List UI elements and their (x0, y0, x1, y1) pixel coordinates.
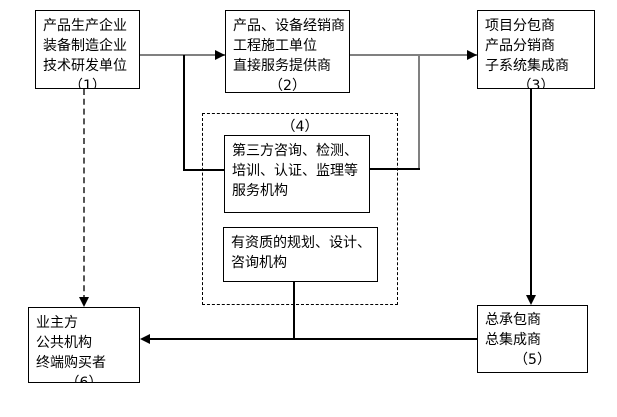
box-distributors-number: （2） (269, 78, 306, 93)
box-owners-line: 公共机构 (36, 335, 92, 351)
box-subcontractors-line: 产品分销商 (485, 38, 555, 54)
box-distributors-line: 产品、设备经销商 (233, 18, 345, 34)
arrowhead-into-general-top (526, 295, 536, 305)
box-subcontractors-line: 子系统集成商 (485, 58, 569, 74)
box-third-party-line: 服务机构 (232, 183, 288, 199)
box-distributors-line: 工程施工单位 (233, 38, 317, 54)
box-general-number: （5） (514, 352, 551, 368)
box-producers-line: 装备制造企业 (43, 38, 127, 54)
connector-producers-to-distributors (140, 54, 225, 56)
box-qualified-planning: 有资质的规划、设计、 咨询机构 (223, 227, 378, 282)
box-third-party-line: 培训、认证、监理等 (232, 163, 358, 179)
connector-right-drop (418, 55, 420, 169)
box-distributors: 产品、设备经销商 工程施工单位 直接服务提供商 （2） (225, 10, 350, 93)
box-subcontractors-number: （3） (517, 78, 555, 89)
connector-distributors-to-subcontractors (350, 54, 477, 56)
box-producers: 产品生产企业 装备制造企业 技术研发单位 （1） (35, 10, 140, 89)
box-subcontractors: 项目分包商 产品分销商 子系统集成商 （3） (477, 10, 595, 89)
box-distributors-line: 直接服务提供商 (233, 58, 331, 74)
connector-general-to-owners (149, 338, 477, 340)
box-subcontractors-line: 项目分包商 (485, 18, 555, 34)
arrowhead-into-distributors (215, 50, 225, 60)
arrowhead-into-owners-top (79, 297, 89, 307)
box-owners-line: 业主方 (36, 315, 78, 331)
box-owners: 业主方 公共机构 终端购买者 （6） (28, 307, 140, 383)
box-third-party-services: 第三方咨询、检测、 培训、认证、监理等 服务机构 (224, 135, 370, 213)
connector-left-drop (183, 55, 185, 170)
box-owners-line: 终端购买者 (36, 355, 106, 371)
third-party-group-box: （4） (202, 113, 398, 305)
arrowhead-into-subcontractors (467, 50, 477, 60)
box-producers-line: 技术研发单位 (43, 58, 127, 74)
box-general-line: 总承包商 (485, 312, 541, 328)
connector-subcontractors-to-general (530, 89, 532, 297)
box-general-line: 总集成商 (485, 332, 541, 348)
box-qualified-line: 咨询机构 (231, 255, 287, 271)
arrowhead-into-owners-right (140, 334, 150, 344)
box-third-party-line: 第三方咨询、检测、 (232, 143, 358, 159)
connector-left-into-third-party (183, 169, 225, 171)
box-qualified-line: 有资质的规划、设计、 (231, 235, 371, 251)
box-owners-number: （6） (65, 375, 103, 383)
box-general-contractor: 总承包商 总集成商 （5） (477, 305, 588, 373)
connector-producers-to-owners (83, 89, 85, 301)
connector-right-into-third-party (370, 168, 420, 170)
connector-qualified-to-bottom (293, 282, 295, 340)
third-party-group-label: （4） (281, 119, 319, 135)
box-producers-number: （1） (69, 78, 106, 89)
box-producers-line: 产品生产企业 (43, 18, 127, 34)
